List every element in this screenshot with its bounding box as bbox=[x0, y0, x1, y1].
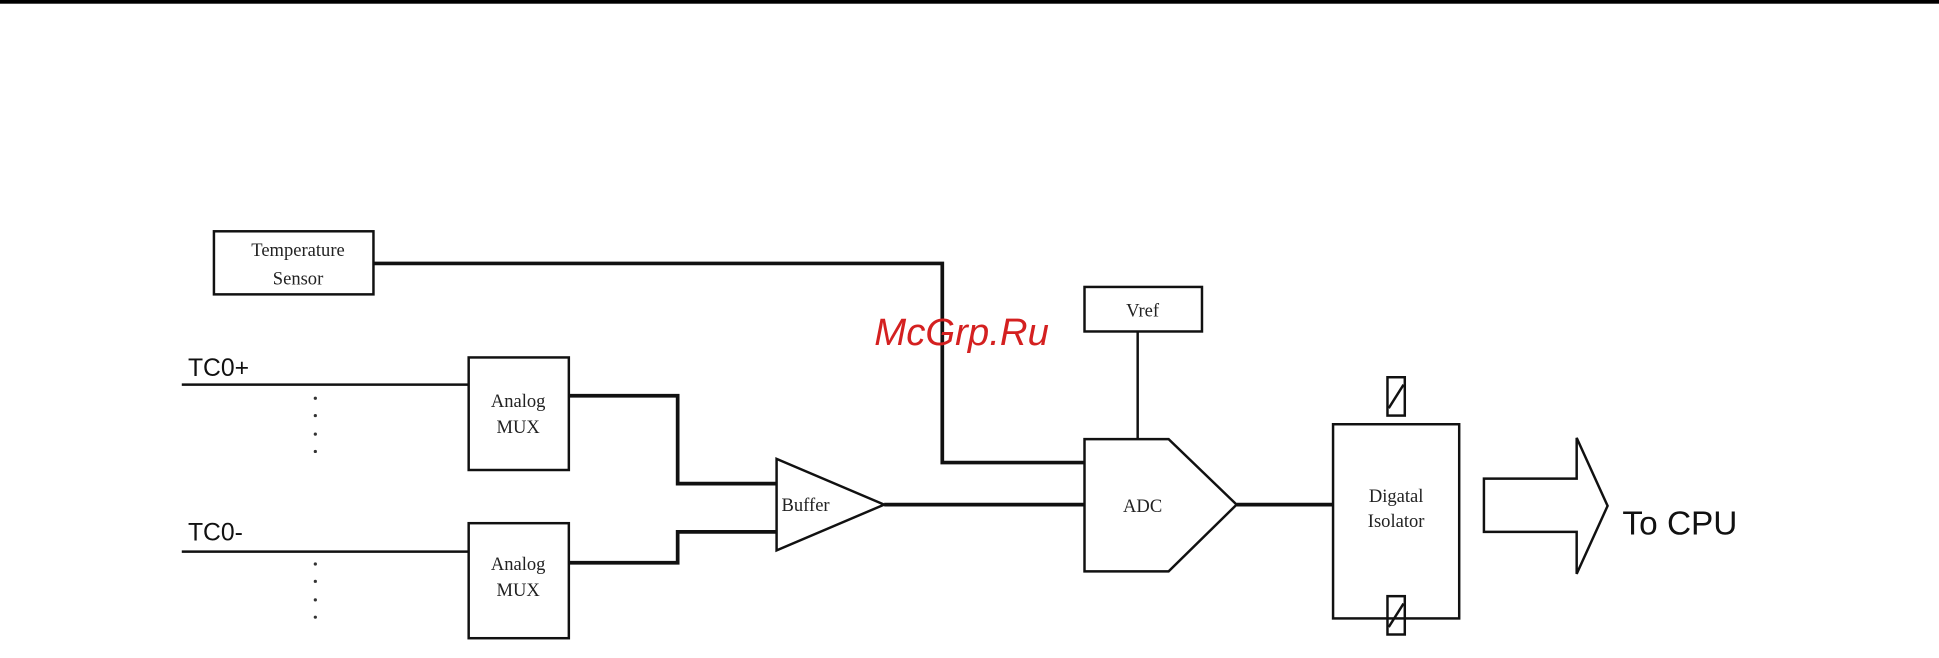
analog-mux-2-block: Analog MUX bbox=[467, 521, 571, 640]
isolation-barrier-top-icon bbox=[1386, 376, 1407, 417]
mux-2-label-1: Analog bbox=[491, 554, 546, 575]
analog-mux-1-block: Analog MUX bbox=[467, 356, 571, 472]
tc0-plus-label: TC0+ bbox=[188, 355, 249, 382]
buffer-block: Buffer bbox=[775, 456, 888, 553]
mux-2-label-2: MUX bbox=[496, 580, 540, 601]
mux-1-label-1: Analog bbox=[491, 391, 546, 412]
isolation-barrier-bottom-icon bbox=[1386, 594, 1407, 636]
vref-block: Vref bbox=[1083, 285, 1204, 333]
output-arrow-icon bbox=[1482, 437, 1609, 575]
temperature-sensor-label-2: Sensor bbox=[273, 268, 324, 289]
isolator-label-2: Isolator bbox=[1368, 511, 1425, 532]
watermark: McGrp.Ru bbox=[874, 311, 1049, 354]
vref-label: Vref bbox=[1126, 301, 1160, 322]
mux-2-to-buffer-wire bbox=[568, 529, 777, 565]
to-cpu-label: To CPU bbox=[1622, 505, 1737, 542]
ellipsis-dots-2 bbox=[313, 562, 317, 619]
temperature-sensor-label-1: Temperature bbox=[251, 240, 344, 261]
mux-1-label-2: MUX bbox=[496, 417, 540, 438]
temperature-sensor-block: Temperature Sensor bbox=[212, 230, 375, 296]
adc-block: ADC bbox=[1083, 437, 1239, 573]
top-border bbox=[0, 0, 1939, 4]
isolator-label-1: Digatal bbox=[1369, 486, 1424, 507]
tc0-minus-label: TC0- bbox=[188, 519, 243, 546]
buffer-label: Buffer bbox=[782, 495, 831, 516]
adc-label: ADC bbox=[1123, 496, 1162, 517]
ellipsis-dots-1 bbox=[313, 396, 317, 454]
mux-1-to-buffer-wire bbox=[568, 393, 777, 486]
temp-sensor-wire bbox=[373, 261, 1085, 465]
digital-isolator-block: Digatal Isolator bbox=[1331, 423, 1461, 620]
